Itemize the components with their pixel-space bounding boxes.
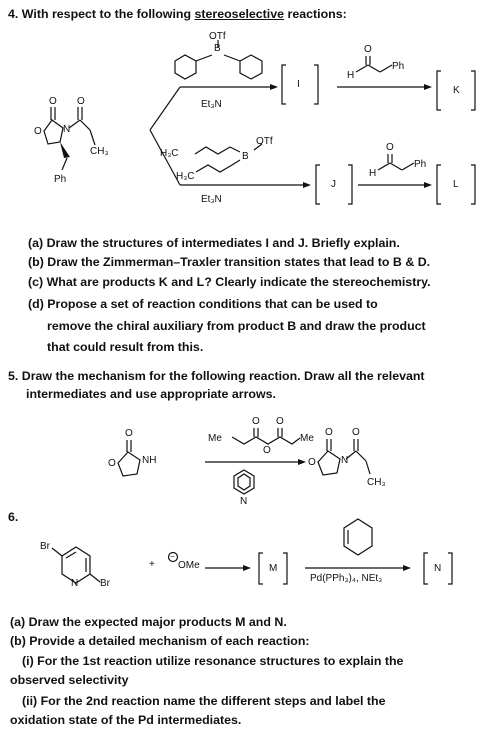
benzaldehyde-reagent-top — [355, 56, 393, 73]
label-J: J — [331, 179, 336, 190]
q6-minus: − — [170, 552, 175, 561]
q6-plus: + — [149, 559, 155, 570]
q6-number: 6. — [8, 510, 19, 524]
dialkylboron-triflate — [194, 143, 263, 173]
stereoselective-underlined: stereoselective — [194, 7, 285, 21]
bracket-K-left — [436, 70, 441, 111]
ox-ring-n: N — [63, 124, 71, 135]
q6-part-a: (a) Draw the expected major products M a… — [10, 615, 287, 629]
q6-sub-ii-line1: (ii) For the 2nd reaction name the diffe… — [22, 694, 386, 708]
q5-product-ch3: CH₃ — [367, 477, 386, 488]
bracket-L-left — [436, 164, 441, 205]
arrow-head-bottom — [303, 182, 311, 188]
q5-anhydride-o2: O — [276, 416, 284, 427]
boron-label: B — [214, 43, 221, 54]
q6-sub-ii-line2: oxidation state of the Pd intermediates. — [10, 713, 242, 727]
q6-br-top: Br — [40, 541, 50, 552]
dicyclohexylboron-triflate — [174, 40, 263, 80]
otf-label: OTf — [209, 31, 226, 42]
q4-part-c: (c) What are products K and L? Clearly i… — [28, 275, 431, 289]
q5-o-ring: O — [108, 458, 116, 469]
h3c-label-1: H₃C — [160, 148, 179, 159]
bracket-I-left — [281, 64, 286, 105]
q5-pyridine-n: N — [240, 496, 248, 507]
q6-sub-i-line2: observed selectivity — [10, 673, 129, 687]
ox-ring-o: O — [34, 126, 42, 137]
et3n-label-top: Et₃N — [201, 99, 222, 110]
q6-pd-conditions: Pd(PPh₃)₄, NEt₃ — [310, 573, 383, 584]
q4-part-d: (d) Propose a set of reaction conditions… — [28, 297, 378, 311]
h3c-label-2: H₃C — [176, 171, 195, 182]
bracket-J-left — [315, 164, 320, 205]
q5-line2: intermediates and use appropriate arrows… — [26, 387, 276, 401]
q5-me-left: Me — [208, 433, 222, 444]
aldehyde-o-top: O — [364, 44, 372, 55]
q6-pyridine-n: N — [71, 578, 79, 589]
benzaldehyde-reagent-bottom — [377, 154, 415, 171]
label-I: I — [297, 79, 300, 90]
q5-product-o1: O — [325, 427, 333, 438]
q5-o-carbonyl: O — [125, 428, 133, 439]
otf-label-bottom: OTf — [256, 136, 273, 147]
q6-sub-i-line1: (i) For the 1st reaction utilize resonan… — [22, 654, 404, 668]
bracket-L-right — [471, 164, 476, 205]
q6-ome: OMe — [178, 560, 200, 571]
oxazolidinone-substrate — [43, 107, 96, 171]
bracket-K-right — [471, 70, 476, 111]
q4-part-d-line3: that could result from this. — [47, 340, 204, 354]
bracket-J-right — [348, 164, 353, 205]
q4-part-b: (b) Draw the Zimmerman–Traxler transitio… — [28, 255, 431, 269]
q4-part-d-line2: remove the chiral auxiliary from product… — [47, 319, 426, 333]
label-N: N — [434, 563, 442, 574]
q5-anhydride-o1: O — [252, 416, 260, 427]
q4-heading: 4. With respect to the following stereos… — [8, 7, 347, 21]
label-K: K — [453, 85, 460, 96]
aldehyde-ph-bottom: Ph — [414, 159, 427, 170]
label-L: L — [453, 179, 459, 190]
aldehyde-h-top: H — [347, 70, 355, 81]
q6-part-b: (b) Provide a detailed mechanism of each… — [10, 634, 310, 648]
q5-product-n: N — [341, 455, 349, 466]
aldehyde-o-bottom: O — [386, 142, 394, 153]
aldehyde-h-bottom: H — [369, 168, 377, 179]
arrow-head-top — [270, 84, 278, 90]
q5-line1: 5. Draw the mechanism for the following … — [8, 369, 425, 383]
acyl-carbonyl-o: O — [77, 96, 85, 107]
boron-label-bottom: B — [242, 151, 249, 162]
et3n-label-bottom: Et₃N — [201, 194, 222, 205]
q5-product-o2: O — [352, 427, 360, 438]
label-M: M — [269, 563, 278, 574]
ox-ch3: CH₃ — [90, 146, 109, 157]
aldehyde-ph-top: Ph — [392, 61, 405, 72]
q6-br-bottom: Br — [100, 578, 110, 589]
bracket-I-right — [314, 64, 319, 105]
q5-anhydride-o-bridge: O — [263, 445, 271, 456]
q5-product-o-ring: O — [308, 457, 316, 468]
q5-me-right: Me — [300, 433, 314, 444]
ox-carbonyl-o: O — [49, 96, 57, 107]
ox-ph: Ph — [54, 174, 67, 185]
q4-part-a: (a) Draw the structures of intermediates… — [28, 236, 400, 250]
q5-nh: NH — [142, 455, 157, 466]
